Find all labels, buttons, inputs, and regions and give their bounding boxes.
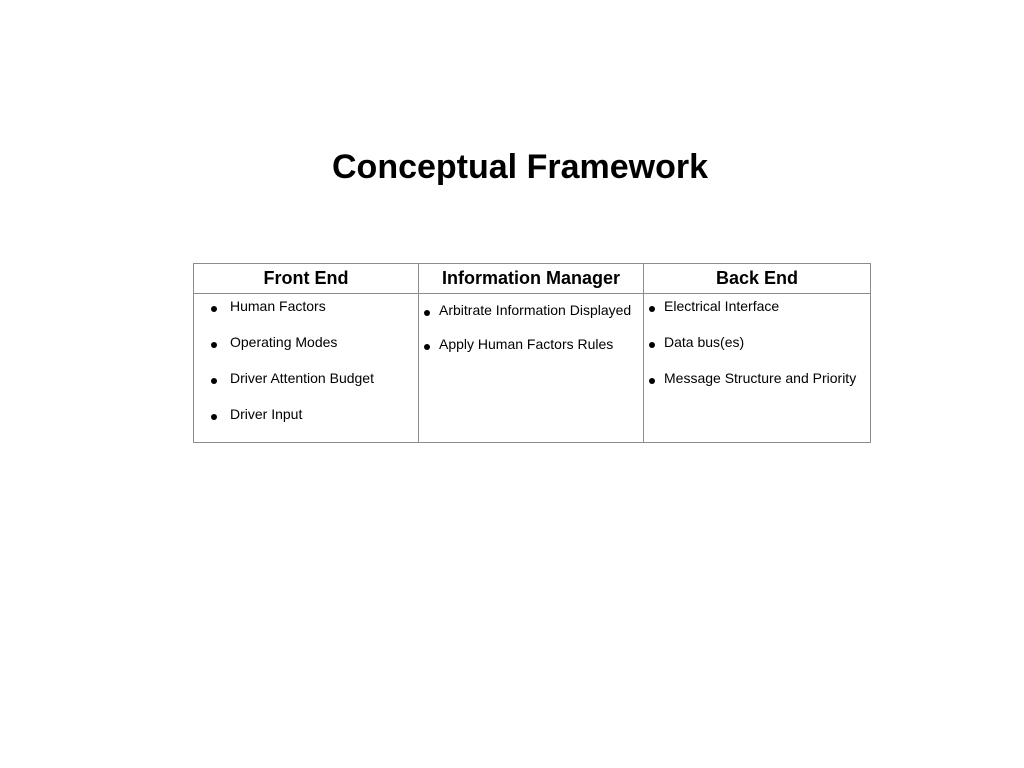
bullet-icon bbox=[649, 378, 655, 384]
bullet-icon bbox=[649, 306, 655, 312]
list-item-text: Apply Human Factors Rules bbox=[439, 336, 614, 352]
bullet-icon bbox=[211, 378, 217, 384]
list-item-text: Arbitrate Information Displayed bbox=[439, 302, 632, 318]
table-row: Human Factors Operating Modes Driver Att… bbox=[193, 293, 871, 443]
bullet-icon bbox=[424, 344, 430, 350]
bullet-icon bbox=[211, 414, 217, 420]
list-item: Driver Input bbox=[194, 405, 418, 423]
list-item: Human Factors bbox=[194, 297, 418, 315]
list-item: Apply Human Factors Rules bbox=[419, 335, 643, 353]
back-end-list: Electrical Interface Data bus(es) Messag… bbox=[644, 294, 870, 387]
header-information-manager: Information Manager bbox=[418, 263, 644, 294]
list-item: Arbitrate Information Displayed bbox=[419, 301, 643, 319]
list-item: Message Structure and Priority bbox=[644, 369, 870, 387]
list-item-text: Message Structure and Priority bbox=[664, 370, 857, 386]
bullet-icon bbox=[649, 342, 655, 348]
header-front-end: Front End bbox=[193, 263, 419, 294]
list-item-text: Driver Input bbox=[230, 406, 303, 422]
framework-table: Front End Information Manager Back End H… bbox=[193, 263, 871, 443]
bullet-icon bbox=[211, 306, 217, 312]
bullet-icon bbox=[211, 342, 217, 348]
slide-title: Conceptual Framework bbox=[332, 148, 708, 186]
list-item-text: Human Factors bbox=[230, 298, 326, 314]
list-item: Operating Modes bbox=[194, 333, 418, 351]
header-back-end: Back End bbox=[643, 263, 871, 294]
bullet-icon bbox=[424, 310, 430, 316]
list-item-text: Electrical Interface bbox=[664, 298, 780, 314]
list-item: Data bus(es) bbox=[644, 333, 870, 351]
list-item: Driver Attention Budget bbox=[194, 369, 418, 387]
information-manager-list: Arbitrate Information Displayed Apply Hu… bbox=[419, 294, 643, 353]
list-item-text: Data bus(es) bbox=[664, 334, 745, 350]
back-end-cell: Electrical Interface Data bus(es) Messag… bbox=[643, 293, 871, 443]
front-end-list: Human Factors Operating Modes Driver Att… bbox=[194, 294, 418, 423]
list-item-text: Driver Attention Budget bbox=[230, 370, 374, 386]
information-manager-cell: Arbitrate Information Displayed Apply Hu… bbox=[418, 293, 644, 443]
list-item: Electrical Interface bbox=[644, 297, 870, 315]
list-item-text: Operating Modes bbox=[230, 334, 338, 350]
front-end-cell: Human Factors Operating Modes Driver Att… bbox=[193, 293, 419, 443]
table-header-row: Front End Information Manager Back End bbox=[193, 263, 871, 294]
